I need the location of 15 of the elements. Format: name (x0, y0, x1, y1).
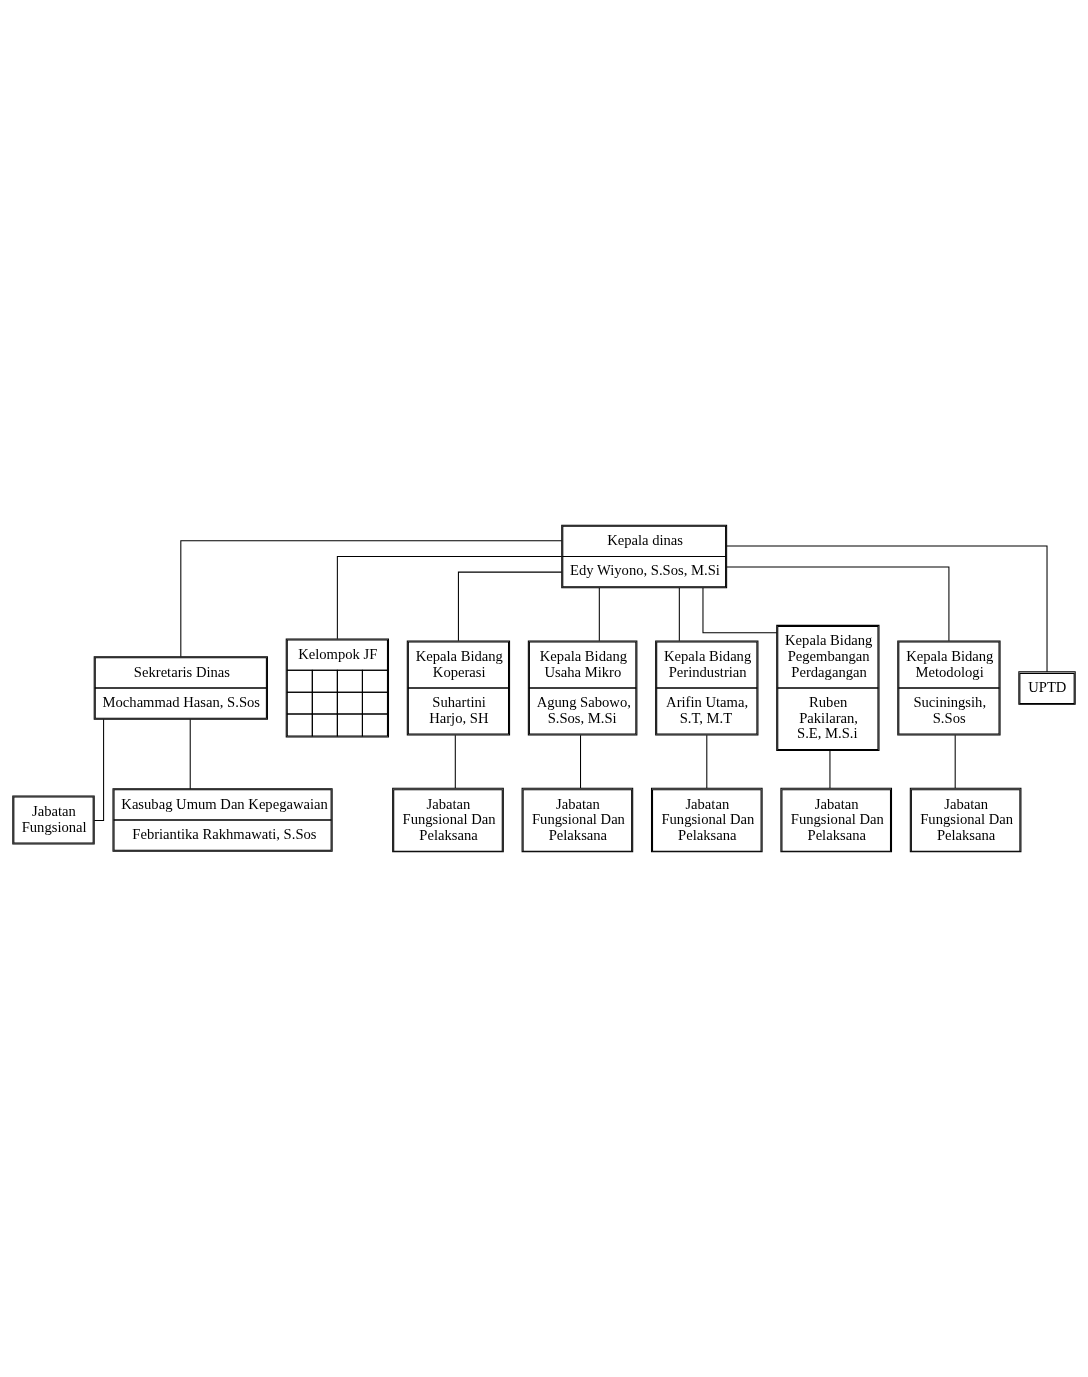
connector (454, 734, 456, 789)
connector (829, 750, 831, 789)
connector (954, 734, 956, 789)
connector (457, 571, 563, 642)
connector (180, 540, 563, 657)
connector (93, 718, 105, 822)
connector (598, 587, 600, 642)
connector (336, 555, 563, 640)
connector (678, 587, 680, 642)
connector (702, 587, 778, 634)
connector (189, 719, 191, 790)
connector (726, 545, 1048, 673)
connector (580, 734, 582, 789)
connector (706, 734, 708, 789)
connector (726, 566, 950, 642)
